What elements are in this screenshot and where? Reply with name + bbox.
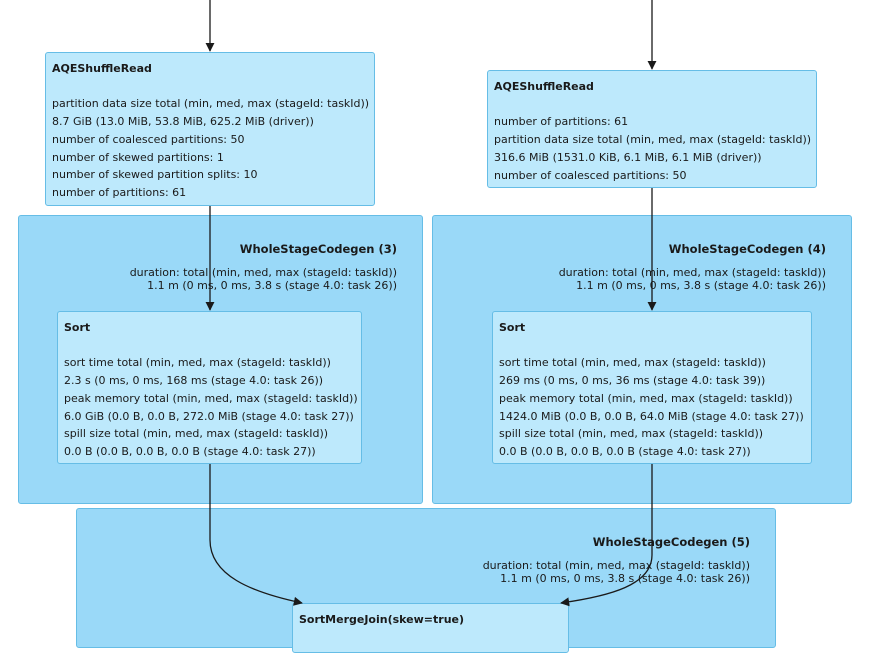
metric-line: number of skewed partitions: 1 [52, 150, 224, 164]
node-sort-left[interactable]: Sort sort time total (min, med, max (sta… [57, 311, 362, 464]
node-title: AQEShuffleRead [52, 62, 152, 75]
metric-line: spill size total (min, med, max (stageId… [64, 427, 329, 441]
stage-4-duration-value: 1.1 m (0 ms, 0 ms, 3.8 s (stage 4.0: tas… [576, 279, 826, 292]
stage-5-duration-value: 1.1 m (0 ms, 0 ms, 3.8 s (stage 4.0: tas… [500, 572, 750, 585]
metric-line: spill size total (min, med, max (stageId… [499, 427, 764, 441]
stage-3-duration-header: duration: total (min, med, max (stageId:… [129, 266, 397, 279]
metric-line: 2.3 s (0 ms, 0 ms, 168 ms (stage 4.0: ta… [64, 374, 324, 388]
metric-line: 0.0 B (0.0 B, 0.0 B, 0.0 B (stage 4.0: t… [499, 444, 751, 458]
metric-line: number of partitions: 61 [52, 185, 187, 199]
node-aqe-shuffle-read-left[interactable]: AQEShuffleRead partition data size total… [45, 52, 375, 206]
stage-5-title: WholeStageCodegen (5) [592, 535, 750, 549]
edge-sort-right-to-join [560, 464, 653, 607]
metric-line: partition data size total (min, med, max… [52, 97, 370, 111]
metric-line: sort time total (min, med, max (stageId:… [499, 356, 766, 370]
metric-line: number of coalesced partitions: 50 [52, 132, 245, 146]
metric-line: 6.0 GiB (0.0 B, 0.0 B, 272.0 MiB (stage … [64, 409, 354, 423]
metric-line: peak memory total (min, med, max (stageI… [499, 391, 793, 405]
metric-line: 0.0 B (0.0 B, 0.0 B, 0.0 B (stage 4.0: t… [64, 444, 316, 458]
stage-5-duration: duration: total (min, med, max (stageId:… [483, 559, 750, 585]
metric-line: 1424.0 MiB (0.0 B, 0.0 B, 64.0 MiB (stag… [499, 409, 804, 423]
metric-line: number of coalesced partitions: 50 [494, 168, 687, 182]
node-title: SortMergeJoin(skew=true) [299, 613, 465, 626]
stage-4-title: WholeStageCodegen (4) [668, 242, 826, 256]
stage-3-title: WholeStageCodegen (3) [239, 242, 397, 256]
edge-sort-left-to-join [209, 464, 303, 606]
metric-line: number of partitions: 61 [494, 115, 629, 129]
stage-4-duration-header: duration: total (min, med, max (stageId:… [558, 266, 826, 279]
metric-line: 316.6 MiB (1531.0 KiB, 6.1 MiB, 6.1 MiB … [494, 150, 762, 164]
dag-edges [205, 0, 657, 607]
node-aqe-shuffle-read-right[interactable]: AQEShuffleRead number of partitions: 61 … [487, 70, 817, 188]
node-title: Sort [64, 321, 91, 334]
metric-line: 8.7 GiB (13.0 MiB, 53.8 MiB, 625.2 MiB (… [52, 115, 314, 129]
metric-line: number of skewed partition splits: 10 [52, 168, 258, 182]
stage-5-duration-header: duration: total (min, med, max (stageId:… [482, 559, 750, 572]
stage-4-duration: duration: total (min, med, max (stageId:… [559, 266, 826, 292]
node-title: AQEShuffleRead [494, 80, 594, 93]
metric-line: 269 ms (0 ms, 0 ms, 36 ms (stage 4.0: ta… [499, 374, 766, 388]
metric-line: peak memory total (min, med, max (stageI… [64, 391, 358, 405]
node-title: Sort [499, 321, 526, 334]
metric-line: sort time total (min, med, max (stageId:… [64, 356, 331, 370]
node-sort-right[interactable]: Sort sort time total (min, med, max (sta… [492, 311, 812, 464]
metric-line: partition data size total (min, med, max… [494, 133, 812, 147]
